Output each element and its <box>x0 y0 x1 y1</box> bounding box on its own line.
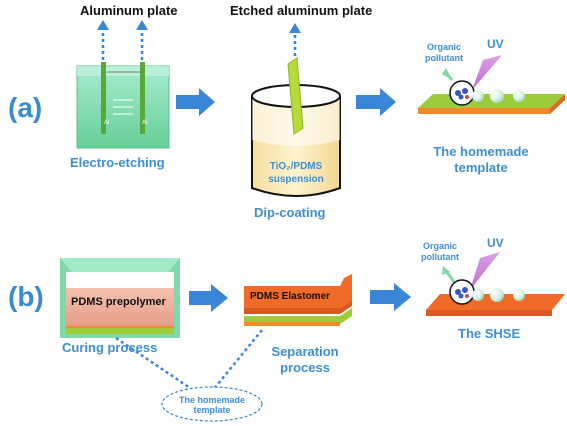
anode-plate <box>101 62 106 134</box>
uv-label-a: UV <box>487 37 504 51</box>
water-droplet <box>490 288 504 302</box>
curing-mold <box>60 258 180 338</box>
dashed-arrow-from-separation <box>212 329 263 391</box>
arrow-curing-to-separation <box>189 284 228 312</box>
organic-line2: pollutant <box>421 252 459 262</box>
water-droplet <box>513 289 525 301</box>
separation-process-label: Separation process <box>260 344 350 376</box>
panel-label-b: (b) <box>8 281 44 312</box>
etched-plate-label: Etched aluminum plate <box>230 3 373 18</box>
organic-pollutant-label-a: Organic pollutant <box>414 42 474 64</box>
pdms-elastomer-layer <box>244 274 352 308</box>
water-droplet <box>472 289 484 301</box>
template-line2: template <box>193 405 231 415</box>
electrode-label-right: Al <box>142 120 147 126</box>
pdms-prepolymer-layer <box>66 288 174 326</box>
shse-label: The SHSE <box>458 326 521 341</box>
water-droplet <box>490 89 504 103</box>
organic-line1: Organic <box>422 241 457 251</box>
arrow-etching-to-dip <box>176 88 215 116</box>
panel-label-a: (a) <box>8 92 43 123</box>
electro-etching-label: Electro-etching <box>70 155 165 170</box>
magnified-circle-b <box>449 279 475 305</box>
electro-etching-tank: Al Al <box>76 62 170 149</box>
prepolymer-label: PDMS prepolymer <box>71 296 166 308</box>
organic-pollutant-label-b: Organic pollutant <box>410 241 470 263</box>
curing-process-label: Curing process <box>62 340 158 355</box>
arrow-head-up-left <box>97 20 109 30</box>
water-droplet <box>472 90 484 102</box>
arrow-dip-to-template <box>356 88 396 116</box>
homemade-template-ellipse <box>161 386 263 422</box>
electrode-label-left: Al <box>104 120 109 126</box>
uv-beam-b <box>470 252 500 290</box>
separation-line1: Separation <box>271 344 339 359</box>
arrow-separation-to-shse <box>370 283 411 311</box>
organic-line1: Organic <box>426 42 461 52</box>
organic-line2: pollutant <box>425 53 463 63</box>
etched-plate-in-beaker <box>287 57 304 135</box>
dip-coating-label: Dip-coating <box>254 205 326 220</box>
cathode-plate <box>140 62 145 134</box>
dip-coating-beaker <box>251 57 341 197</box>
plate-removal-arrows <box>101 28 144 60</box>
template-line1: The homemade <box>178 395 245 405</box>
uv-label-b: UV <box>487 236 504 250</box>
suspension-line2: suspension <box>268 174 324 185</box>
water-droplet <box>513 90 525 102</box>
elastomer-label: PDMS Elastomer <box>250 291 331 302</box>
template-line1: The homemade <box>433 144 529 159</box>
magnified-circle-a <box>449 80 475 106</box>
separation-layers <box>244 274 352 326</box>
template-line2: template <box>454 160 508 175</box>
suspension-label: TiO₂/PDMS suspension <box>256 160 336 186</box>
suspension-line1: TiO₂/PDMS <box>269 161 323 172</box>
homemade-template-label-b: The homemade template <box>167 395 257 415</box>
aluminum-plate-label: Aluminum plate <box>80 3 178 18</box>
homemade-template-label-a: The homemade template <box>425 144 537 176</box>
separation-line2: process <box>280 360 330 375</box>
arrow-head-up-center <box>289 23 301 33</box>
arrow-head-up-right <box>136 20 148 30</box>
uv-beam-a <box>472 55 502 90</box>
